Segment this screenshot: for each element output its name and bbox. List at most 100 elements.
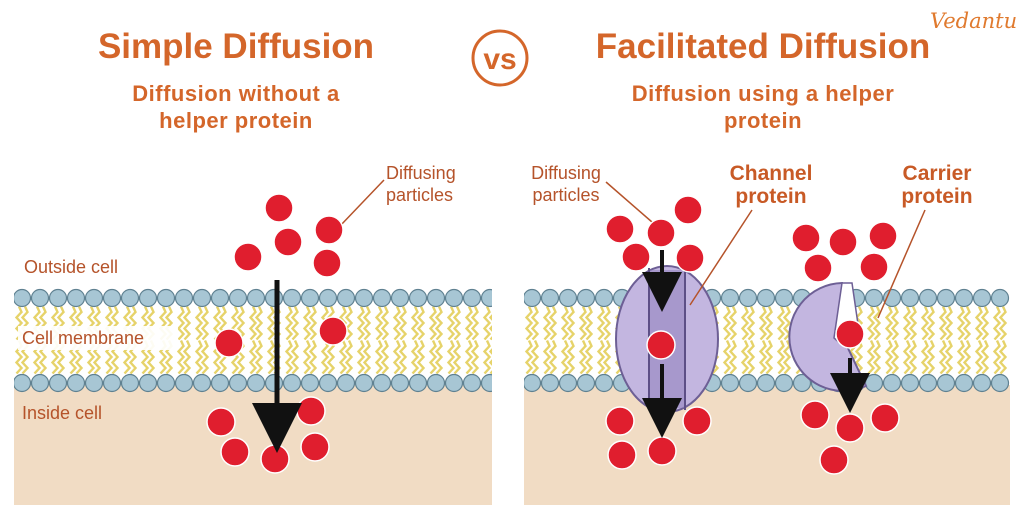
lipid-head bbox=[524, 373, 542, 393]
particle bbox=[273, 227, 303, 257]
lipid-tail bbox=[446, 340, 456, 375]
particle bbox=[318, 316, 348, 346]
lipid-tail bbox=[956, 340, 966, 375]
lipid-head bbox=[66, 288, 86, 308]
lipid-tail bbox=[884, 306, 894, 341]
lipid-tail bbox=[758, 340, 768, 375]
lipid-head bbox=[864, 373, 884, 393]
lipid-head bbox=[102, 373, 122, 393]
lipid-tail bbox=[854, 340, 864, 375]
lipid-head bbox=[462, 288, 482, 308]
lipid-tail bbox=[308, 306, 318, 341]
lipid-tail bbox=[890, 306, 900, 341]
lipid-head bbox=[336, 373, 356, 393]
lipid-tail bbox=[902, 306, 912, 341]
lipid-tail bbox=[194, 306, 204, 341]
lipid-tail bbox=[884, 340, 894, 375]
lipid-tail bbox=[464, 306, 474, 341]
particle bbox=[675, 243, 705, 273]
lipid-tail bbox=[326, 340, 336, 375]
lipid-tail bbox=[482, 306, 492, 341]
lipid-tail bbox=[926, 340, 936, 375]
lipid-head bbox=[426, 288, 446, 308]
lipid-tail bbox=[416, 306, 426, 341]
lipid-tail bbox=[380, 340, 390, 375]
lipid-head bbox=[524, 288, 542, 308]
lipid-tail bbox=[584, 306, 594, 341]
particle bbox=[605, 406, 635, 436]
lipid-tail bbox=[182, 306, 192, 341]
lipid-head bbox=[372, 288, 392, 308]
lipid-head bbox=[14, 373, 32, 393]
lipid-head bbox=[408, 373, 428, 393]
lipid-tail bbox=[284, 340, 294, 375]
lipid-tail bbox=[470, 340, 480, 375]
right-diffusing-label-line-1: Diffusing bbox=[531, 163, 601, 183]
particle bbox=[859, 252, 889, 282]
lipid-head bbox=[864, 288, 884, 308]
particle bbox=[673, 195, 703, 225]
lipid-head bbox=[174, 373, 194, 393]
right-diffusing-pointer bbox=[605, 181, 661, 230]
lipid-tail bbox=[398, 340, 408, 375]
lipid-tail bbox=[764, 340, 774, 375]
lipid-tail bbox=[890, 340, 900, 375]
particle bbox=[646, 218, 676, 248]
lipid-tail bbox=[176, 340, 186, 375]
lipid-tail bbox=[200, 340, 210, 375]
lipid-head bbox=[594, 373, 614, 393]
lipid-tail bbox=[290, 340, 300, 375]
particle bbox=[314, 215, 344, 245]
lipid-tail bbox=[746, 306, 756, 341]
lipid-tail bbox=[542, 306, 552, 341]
lipid-tail bbox=[344, 306, 354, 341]
lipid-head bbox=[390, 373, 410, 393]
vs-badge: vs bbox=[471, 29, 529, 87]
inside-cell-label: Inside cell bbox=[22, 403, 102, 423]
lipid-tail bbox=[722, 306, 732, 341]
lipid-tail bbox=[866, 306, 876, 341]
lipid-tail bbox=[452, 340, 462, 375]
particle bbox=[835, 319, 865, 349]
particle bbox=[835, 413, 865, 443]
lipid-head bbox=[372, 373, 392, 393]
lipid-tail bbox=[176, 306, 186, 341]
lipid-head bbox=[210, 288, 230, 308]
lipid-tail bbox=[200, 306, 210, 341]
lipid-head bbox=[576, 373, 596, 393]
lipid-tail bbox=[338, 340, 348, 375]
lipid-tail bbox=[866, 340, 876, 375]
cell-membrane-label-bg bbox=[18, 326, 178, 350]
lipid-tail bbox=[398, 306, 408, 341]
lipid-tail bbox=[266, 340, 276, 375]
particle bbox=[828, 227, 858, 257]
lipid-tail bbox=[446, 306, 456, 341]
lipid-tail bbox=[902, 340, 912, 375]
lipid-tail bbox=[530, 340, 540, 375]
lipid-tail bbox=[182, 340, 192, 375]
lipid-head bbox=[558, 288, 578, 308]
lipid-tail bbox=[908, 340, 918, 375]
lipid-tail bbox=[530, 306, 540, 341]
lipid-head bbox=[426, 373, 446, 393]
lipid-tail bbox=[356, 306, 366, 341]
lipid-head bbox=[138, 373, 158, 393]
left-diffusing-label-line-1: Diffusing bbox=[386, 163, 456, 183]
lipid-head bbox=[972, 288, 992, 308]
lipid-head bbox=[14, 288, 32, 308]
particle bbox=[870, 403, 900, 433]
lipid-head bbox=[84, 373, 104, 393]
lipid-head bbox=[774, 373, 794, 393]
lipid-tail bbox=[254, 306, 264, 341]
right-cell-membrane bbox=[524, 288, 1010, 393]
lipid-head bbox=[84, 288, 104, 308]
lipid-tail bbox=[962, 306, 972, 341]
lipid-tail bbox=[602, 306, 612, 341]
lipid-tail bbox=[524, 306, 534, 341]
lipid-head bbox=[354, 373, 374, 393]
right-inside-cell-region bbox=[524, 385, 1010, 505]
lipid-tail bbox=[236, 306, 246, 341]
lipid-tail bbox=[308, 340, 318, 375]
right-title: Facilitated Diffusion bbox=[596, 27, 930, 66]
particle bbox=[312, 248, 342, 278]
